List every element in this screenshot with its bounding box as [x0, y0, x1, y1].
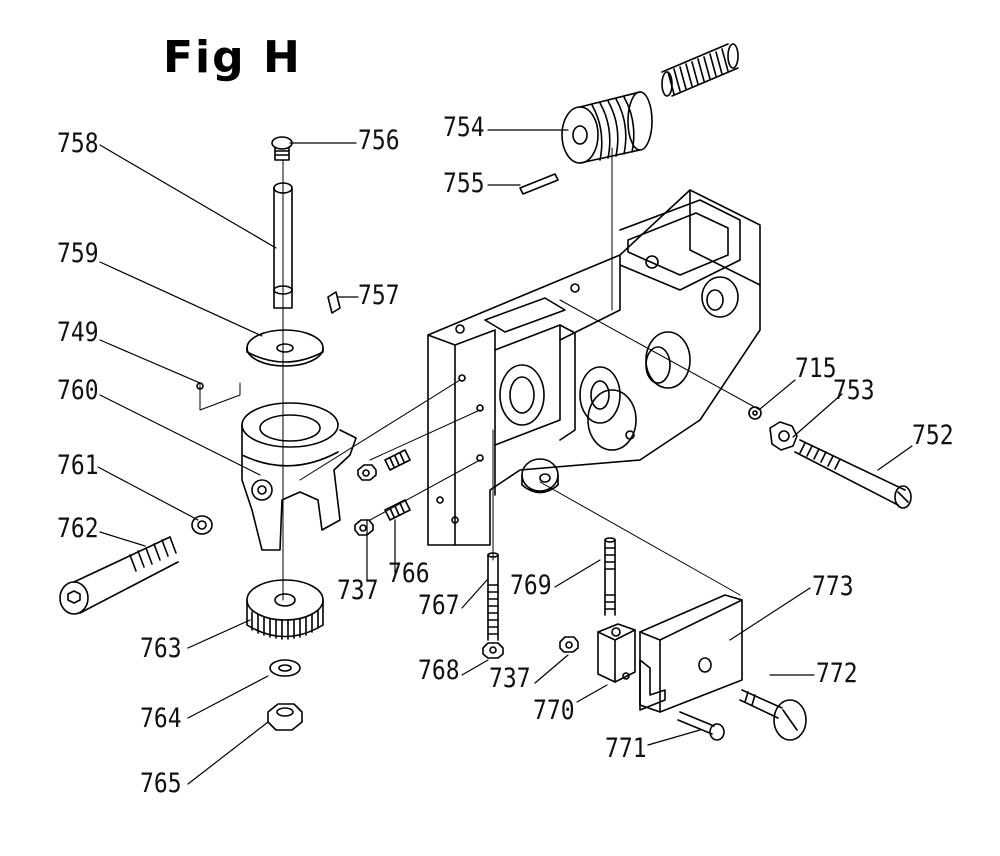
- part-752-long-screw: [794, 439, 912, 509]
- callout-758: 758: [57, 128, 99, 159]
- part-770-block: [597, 623, 636, 683]
- part-772-shoulder-screw: [739, 689, 807, 741]
- callout-757: 757: [358, 280, 400, 311]
- callout-773: 773: [812, 571, 854, 602]
- callout-771: 771: [605, 733, 647, 764]
- callout-737-left: 737: [337, 575, 379, 606]
- leader-lines: [97, 129, 913, 785]
- part-765-hex-nut: [267, 703, 303, 731]
- callout-764: 764: [140, 703, 182, 734]
- part-759-disc: [246, 329, 324, 367]
- part-755-key: [519, 173, 559, 195]
- part-main-body: [427, 189, 761, 546]
- callout-749: 749: [57, 317, 99, 348]
- part-737-nut-upper: [357, 464, 377, 481]
- part-761-washer: [191, 515, 213, 535]
- part-749-pin: [196, 382, 204, 390]
- callout-715: 715: [795, 353, 837, 384]
- part-roller: [521, 458, 559, 494]
- part-758-shaft: [273, 182, 293, 309]
- part-760-bracket: [241, 402, 357, 551]
- callout-737-right: 737: [489, 663, 531, 694]
- callout-766: 766: [388, 558, 430, 589]
- part-737-nut-bracket: [559, 636, 579, 653]
- part-764-washer: [269, 659, 301, 677]
- figure-title: Fig H: [163, 32, 302, 83]
- part-767-stud: [487, 552, 499, 641]
- part-753-nut: [769, 421, 798, 451]
- part-set-screw-upper: [384, 449, 411, 471]
- callout-767: 767: [418, 590, 460, 621]
- part-766-set-screw: [384, 499, 411, 521]
- callout-759: 759: [57, 238, 99, 269]
- part-715-ring: [748, 406, 762, 420]
- callout-753: 753: [833, 375, 875, 406]
- callout-761: 761: [57, 450, 99, 481]
- callout-756: 756: [358, 125, 400, 156]
- callout-768: 768: [418, 655, 460, 686]
- part-spring: [661, 43, 739, 97]
- callout-760: 760: [57, 375, 99, 406]
- callout-762: 762: [57, 513, 99, 544]
- part-771-screw: [677, 711, 725, 741]
- part-757-key: [327, 291, 341, 314]
- part-762-bolt: [59, 536, 179, 615]
- part-754-sleeve: [561, 91, 653, 164]
- assembly-axes: [199, 147, 761, 601]
- part-769-stud: [604, 537, 616, 616]
- callout-765: 765: [140, 768, 182, 799]
- part-737-nut-lower: [354, 519, 374, 536]
- part-763-knurled-nut: [246, 579, 324, 640]
- part-756-screw: [271, 136, 293, 161]
- callout-754: 754: [443, 112, 485, 143]
- callout-772: 772: [816, 658, 858, 689]
- callout-770: 770: [533, 695, 575, 726]
- callout-763: 763: [140, 633, 182, 664]
- callout-752: 752: [912, 420, 954, 451]
- callout-755: 755: [443, 168, 485, 199]
- part-773-bracket: [639, 594, 743, 713]
- callout-769: 769: [510, 570, 552, 601]
- part-768-nut: [482, 642, 504, 659]
